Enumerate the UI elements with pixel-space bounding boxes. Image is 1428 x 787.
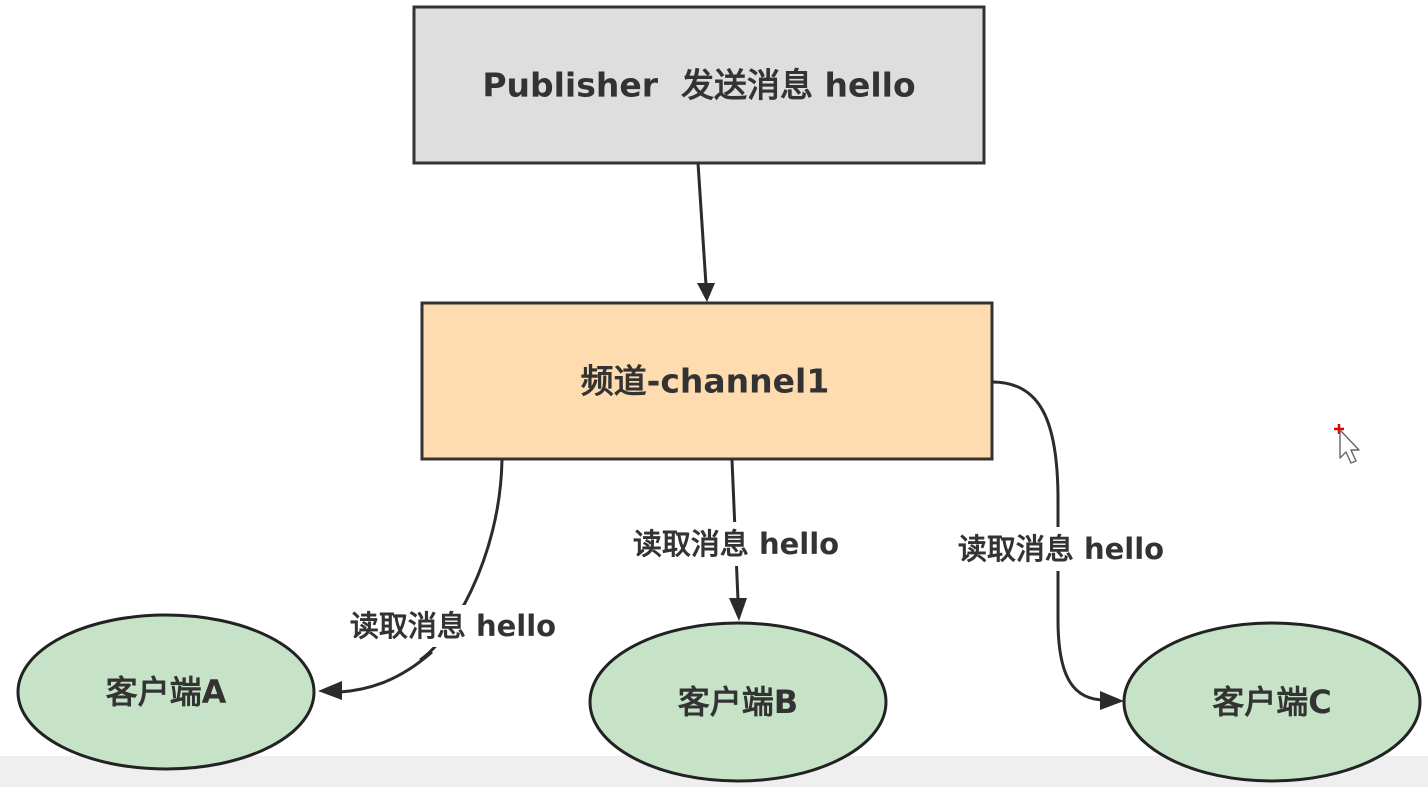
client-a-ellipse bbox=[16, 613, 316, 771]
client-a-label: 客户端A bbox=[106, 673, 227, 711]
arrowhead-icon bbox=[1100, 691, 1124, 710]
client-c-ellipse bbox=[1122, 621, 1422, 783]
node-channel[interactable]: 频道-channel1 bbox=[420, 301, 994, 461]
channel-box bbox=[420, 301, 994, 461]
edge-label-client-b: 读取消息 hello bbox=[633, 527, 839, 561]
client-c-label: 客户端C bbox=[1212, 683, 1332, 721]
edge-path-publisher-channel bbox=[696, 162, 708, 286]
channel-label: 频道-channel1 bbox=[581, 362, 830, 401]
edge-publisher-channel bbox=[696, 162, 715, 302]
edge-path-channel-client-a bbox=[419, 459, 504, 662]
client-b-ellipse bbox=[588, 621, 888, 783]
arrowhead-icon bbox=[729, 598, 747, 621]
arrowhead-icon bbox=[697, 283, 715, 302]
edge-channel-client-a: 读取消息 hello bbox=[318, 459, 564, 700]
node-client-b[interactable]: 客户端B bbox=[588, 621, 888, 783]
node-client-c[interactable]: 客户端C bbox=[1122, 621, 1422, 783]
publisher-box bbox=[412, 5, 986, 165]
edge-path-channel-client-c bbox=[991, 380, 1106, 702]
edge-channel-client-c: 读取消息 hello bbox=[950, 380, 1172, 710]
client-b-label: 客户端B bbox=[678, 683, 798, 721]
arrowhead-icon bbox=[318, 681, 342, 700]
edge-label-client-a: 读取消息 hello bbox=[350, 609, 556, 643]
edge-channel-client-b: 读取消息 hello bbox=[625, 459, 847, 621]
node-publisher[interactable]: Publisher 发送消息 hello bbox=[412, 5, 986, 165]
edge-label-client-c: 读取消息 hello bbox=[958, 532, 1164, 566]
arrow-cursor-icon bbox=[1334, 424, 1360, 464]
node-client-a[interactable]: 客户端A bbox=[16, 613, 316, 771]
publisher-label: Publisher 发送消息 hello bbox=[482, 66, 915, 105]
